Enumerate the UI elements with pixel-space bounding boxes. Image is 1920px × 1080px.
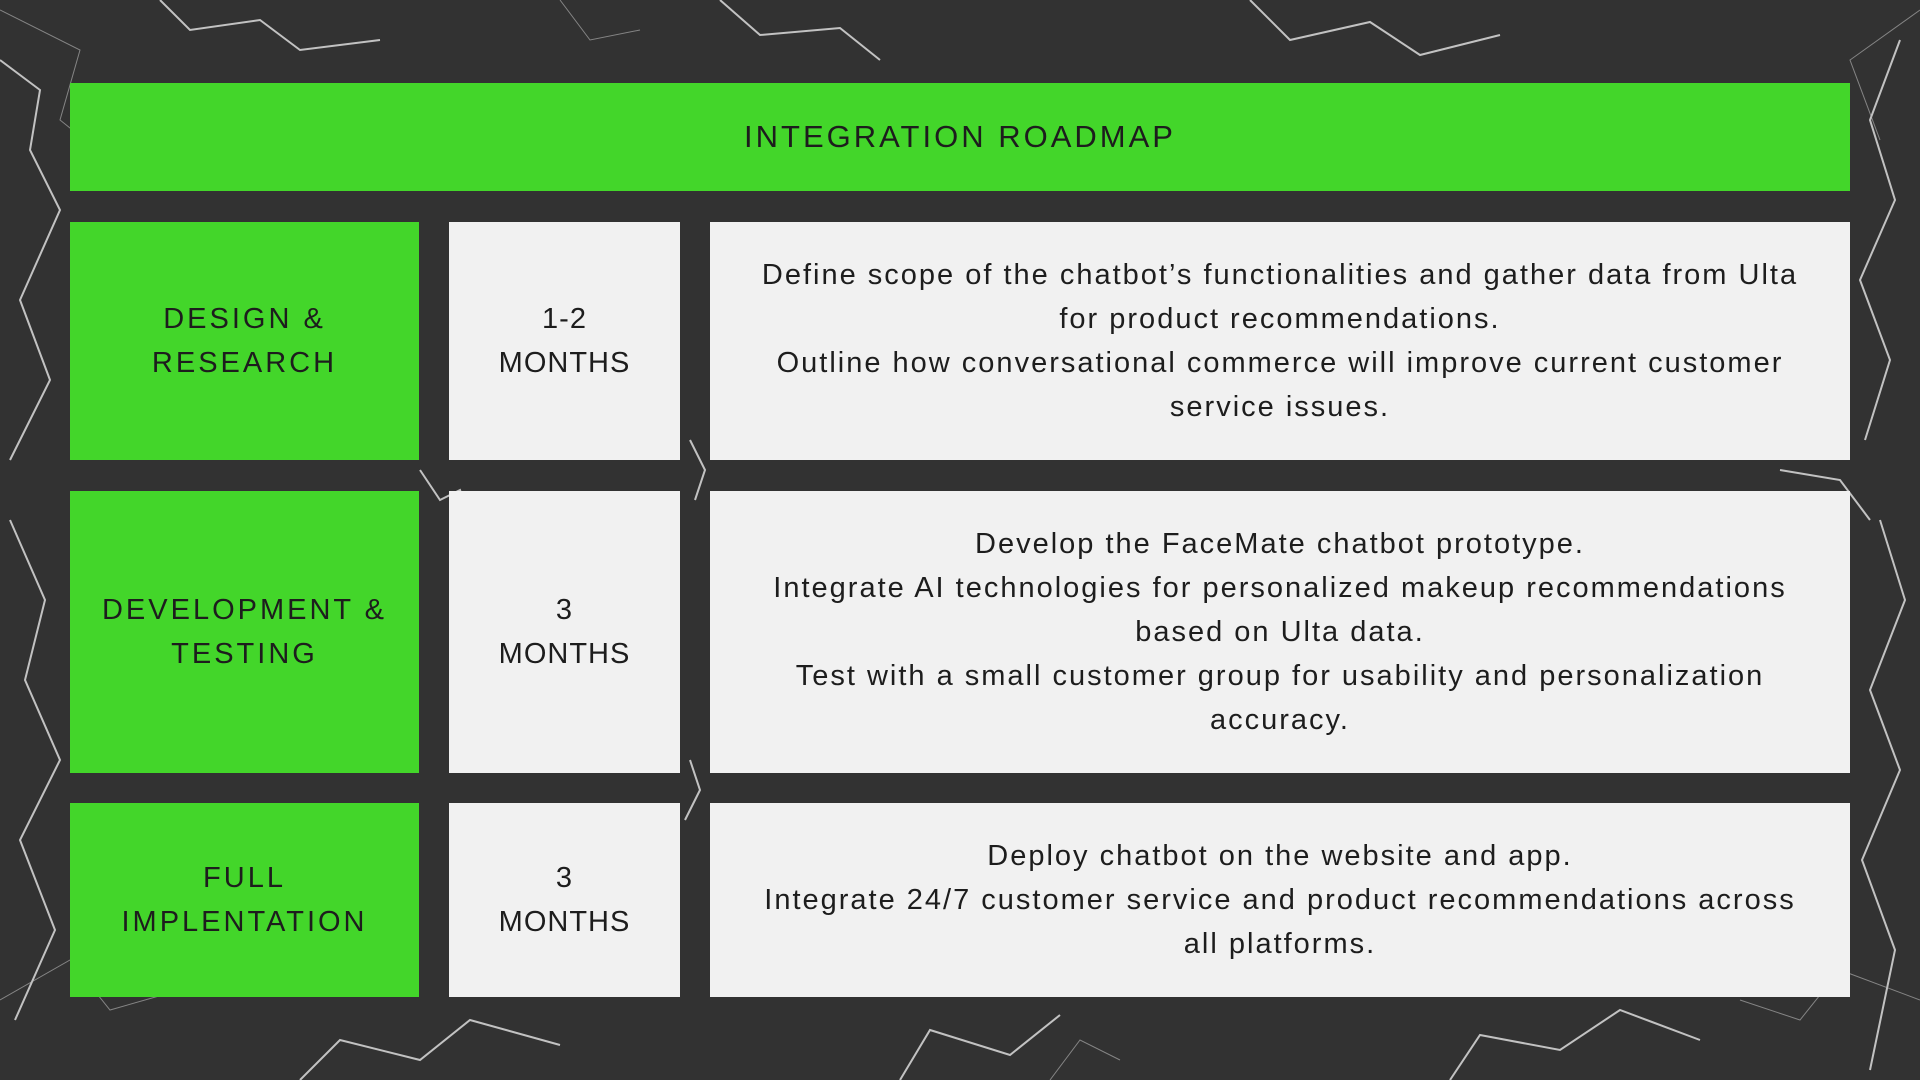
phase-label: FULL IMPLENTATION [121, 862, 368, 938]
description-line: Outline how conversational commerce will… [776, 347, 1784, 423]
duration-label: 3 MONTHS [498, 594, 631, 670]
description-line: Develop the FaceMate chatbot prototype. [975, 528, 1585, 560]
description-line: Deploy chatbot on the website and app. [987, 840, 1573, 872]
duration-label: 3 MONTHS [498, 862, 631, 938]
duration-cell: 3 MONTHS [449, 491, 680, 773]
roadmap-title-banner: INTEGRATION ROADMAP [70, 83, 1850, 191]
description-text: Define scope of the chatbot’s functional… [746, 253, 1814, 429]
phase-label: DESIGN & RESEARCH [151, 303, 338, 379]
page-title: INTEGRATION ROADMAP [744, 119, 1176, 154]
phase-cell-development-testing: DEVELOPMENT & TESTING [70, 491, 419, 773]
description-cell: Define scope of the chatbot’s functional… [710, 222, 1850, 460]
duration-label: 1-2 MONTHS [498, 303, 631, 379]
description-text: Deploy chatbot on the website and app. I… [746, 834, 1814, 966]
phase-cell-design-research: DESIGN & RESEARCH [70, 222, 419, 460]
description-line: Test with a small customer group for usa… [795, 660, 1765, 736]
description-cell: Develop the FaceMate chatbot prototype. … [710, 491, 1850, 773]
duration-cell: 3 MONTHS [449, 803, 680, 997]
description-line: Define scope of the chatbot’s functional… [761, 259, 1799, 335]
phase-label: DEVELOPMENT & TESTING [101, 594, 388, 670]
description-line: Integrate 24/7 customer service and prod… [764, 884, 1796, 960]
description-cell: Deploy chatbot on the website and app. I… [710, 803, 1850, 997]
phase-cell-full-implementation: FULL IMPLENTATION [70, 803, 419, 997]
duration-cell: 1-2 MONTHS [449, 222, 680, 460]
description-line: Integrate AI technologies for personaliz… [773, 572, 1787, 648]
description-text: Develop the FaceMate chatbot prototype. … [746, 522, 1814, 742]
